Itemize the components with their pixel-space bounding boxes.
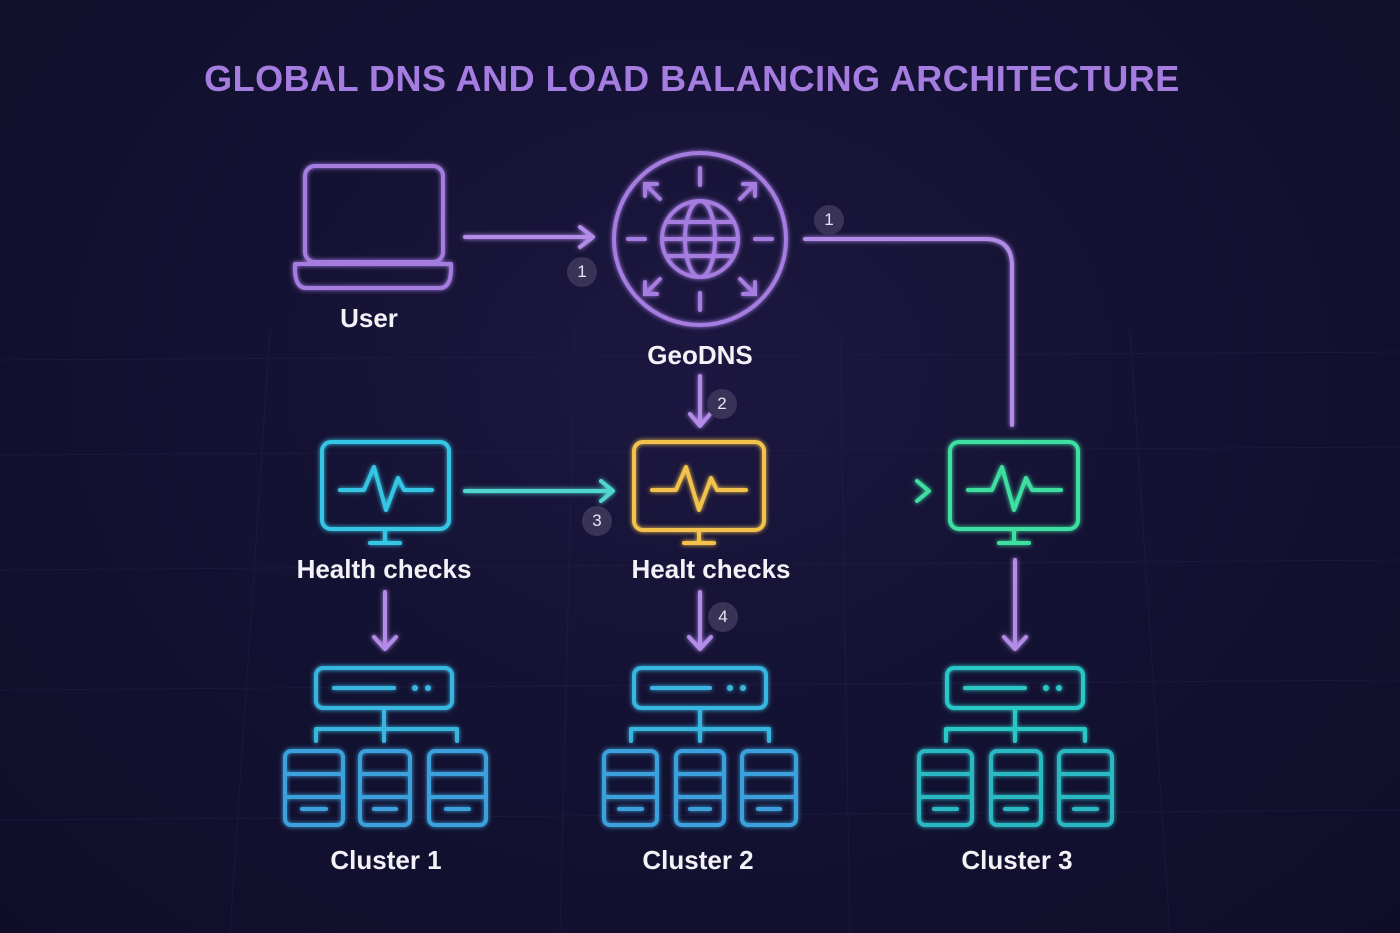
server-cluster-icon-1 — [283, 666, 488, 827]
monitor-pulse-icon-left — [320, 440, 451, 545]
monitor-pulse-icon-right — [948, 440, 1080, 545]
globe-icon — [612, 151, 788, 327]
monitor-pulse-icon-center — [632, 440, 766, 545]
step-badge-user-to-geodns: 1 — [567, 257, 597, 287]
laptop-icon — [292, 164, 454, 290]
step-badge-geodns-to-center: 2 — [707, 389, 737, 419]
health-checks-left-label: Health checks — [296, 554, 472, 584]
arrow-user-to-geodns — [463, 225, 595, 249]
server-cluster-icon-2 — [602, 666, 798, 827]
arrow-right-monitor-to-cluster3 — [1002, 558, 1028, 651]
health-checks-center-label: Healt checks — [631, 554, 791, 584]
arrow-geodns-to-center-monitor — [688, 374, 712, 428]
server-cluster-icon-3 — [917, 666, 1114, 827]
geodns-label: GeoDNS — [647, 340, 753, 370]
cluster-2-label: Cluster 2 — [642, 845, 754, 875]
background-grid — [0, 329, 1400, 933]
connector-geodns-to-right-monitor — [803, 237, 1014, 427]
arrow-left-to-center-monitor — [463, 479, 615, 503]
step-badge-center-to-cluster: 4 — [708, 602, 738, 632]
step-badge-geodns-to-right: 1 — [814, 205, 844, 235]
cluster-1-label: Cluster 1 — [330, 845, 442, 875]
step-badge-left-to-center: 3 — [582, 506, 612, 536]
diagram-title: GLOBAL DNS AND LOAD BALANCING ARCHITECTU… — [204, 58, 1180, 99]
user-label: User — [340, 303, 398, 333]
cluster-3-label: Cluster 3 — [961, 845, 1073, 875]
arrow-center-to-right-monitor — [778, 479, 931, 503]
arrow-center-monitor-to-cluster2 — [687, 590, 713, 651]
arrow-left-monitor-to-cluster1 — [372, 590, 398, 651]
